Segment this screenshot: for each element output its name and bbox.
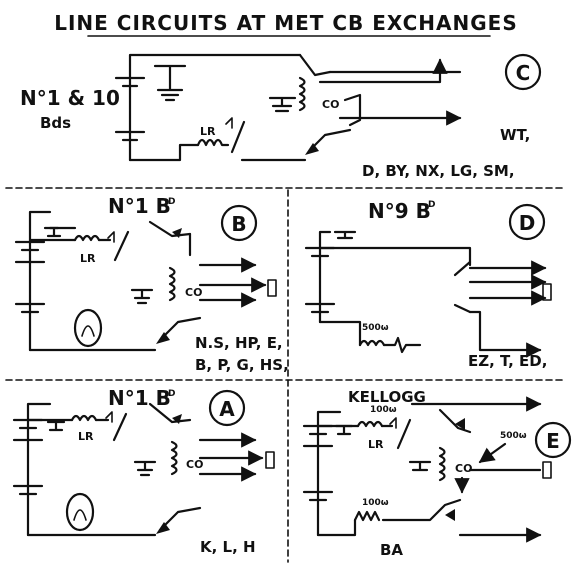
lr-coil [73,234,101,242]
panel-b-lr: LR [80,252,96,265]
badge-e [534,421,572,459]
earth-icon [133,460,157,477]
lr-coil [356,420,384,428]
panel-c-boards: N°1 & 10 [20,86,120,110]
panel-b-exchanges-1: N.S, HP, E, [195,334,283,352]
panel-a-co: CO [186,458,203,471]
panel-e-res-top: 100ω [370,405,397,415]
panel-b-co: CO [185,286,202,299]
panel-c-lr: LR [200,125,216,138]
panel-e-res-bottom: 100ω [362,498,389,508]
panel-c: C N°1 & 10 Bds LR CO WT, D, BY, NX, LG, … [20,53,542,180]
lamp-icon [65,492,95,532]
svg-text:D: D [428,200,435,210]
panel-e-maker: KELLOGG [348,388,426,406]
earth-icon-co [268,96,297,113]
panel-a-board: N°1 B [108,386,171,410]
earth-icon [46,420,66,432]
badge-a [208,389,246,427]
badge-b-label: B [231,212,246,236]
badge-c-label: C [516,61,531,85]
panel-d-exchanges: EZ, T, ED, [468,352,547,370]
svg-text:D: D [168,389,175,399]
earth-icon [46,226,62,238]
panel-e-res-side: 500ω [500,431,527,441]
badge-e-label: E [546,429,560,453]
jack-icon [267,279,277,297]
panel-b-board: N°1 B [108,194,171,218]
lr-armature [230,120,246,154]
earth-icon [408,460,432,472]
badge-c [504,53,542,91]
lr-coil [70,414,98,422]
panel-e: KELLOGG E 100ω LR 500ω CO 100ω BA [302,388,572,559]
resistance-coil [353,510,381,522]
panel-a-lr: LR [78,430,94,443]
panel-c-exchanges-1: WT, [500,126,530,144]
svg-text:D: D [168,197,175,207]
jack-icon [265,451,275,469]
earth-icon [333,230,357,240]
badge-d [508,203,546,241]
co-coil [170,440,178,476]
panel-c-boards-suffix: Bds [40,114,71,132]
panel-e-co: CO [455,462,472,475]
earth-icon [130,288,154,305]
panel-b: N°1 B D B LR CO N.S, HP, E, B, P, G, HS, [14,194,289,374]
badge-b [220,204,258,242]
panel-d-resistance: 500ω [362,323,389,333]
panel-e-exchanges: BA [380,541,403,559]
panel-d: N°9 B D D 500ω EZ, T, ED, [304,199,552,370]
resistance-coil [358,339,386,347]
earth-icon [334,424,354,436]
panel-a: N°1 B D A LR CO K, L, H [12,386,275,556]
page-title: LINE CIRCUITS AT MET CB EXCHANGES [54,11,518,35]
panel-e-lr: LR [368,438,384,451]
co-coil [438,446,446,482]
lr-coil [196,138,230,147]
badge-d-label: D [519,211,536,235]
badge-a-label: A [219,397,235,421]
jack-icon [542,461,552,479]
jack-icon [542,283,552,301]
panel-b-exchanges-2: B, P, G, HS, [195,356,289,374]
panel-c-co: CO [322,98,339,111]
co-coil [298,76,306,112]
panel-c-exchanges-2: D, BY, NX, LG, SM, [362,162,515,180]
panel-a-exchanges: K, L, H [200,538,256,556]
panel-d-board: N°9 B [368,199,431,223]
co-coil [168,266,176,302]
lamp-icon [73,308,103,348]
earth-icon [153,64,187,102]
